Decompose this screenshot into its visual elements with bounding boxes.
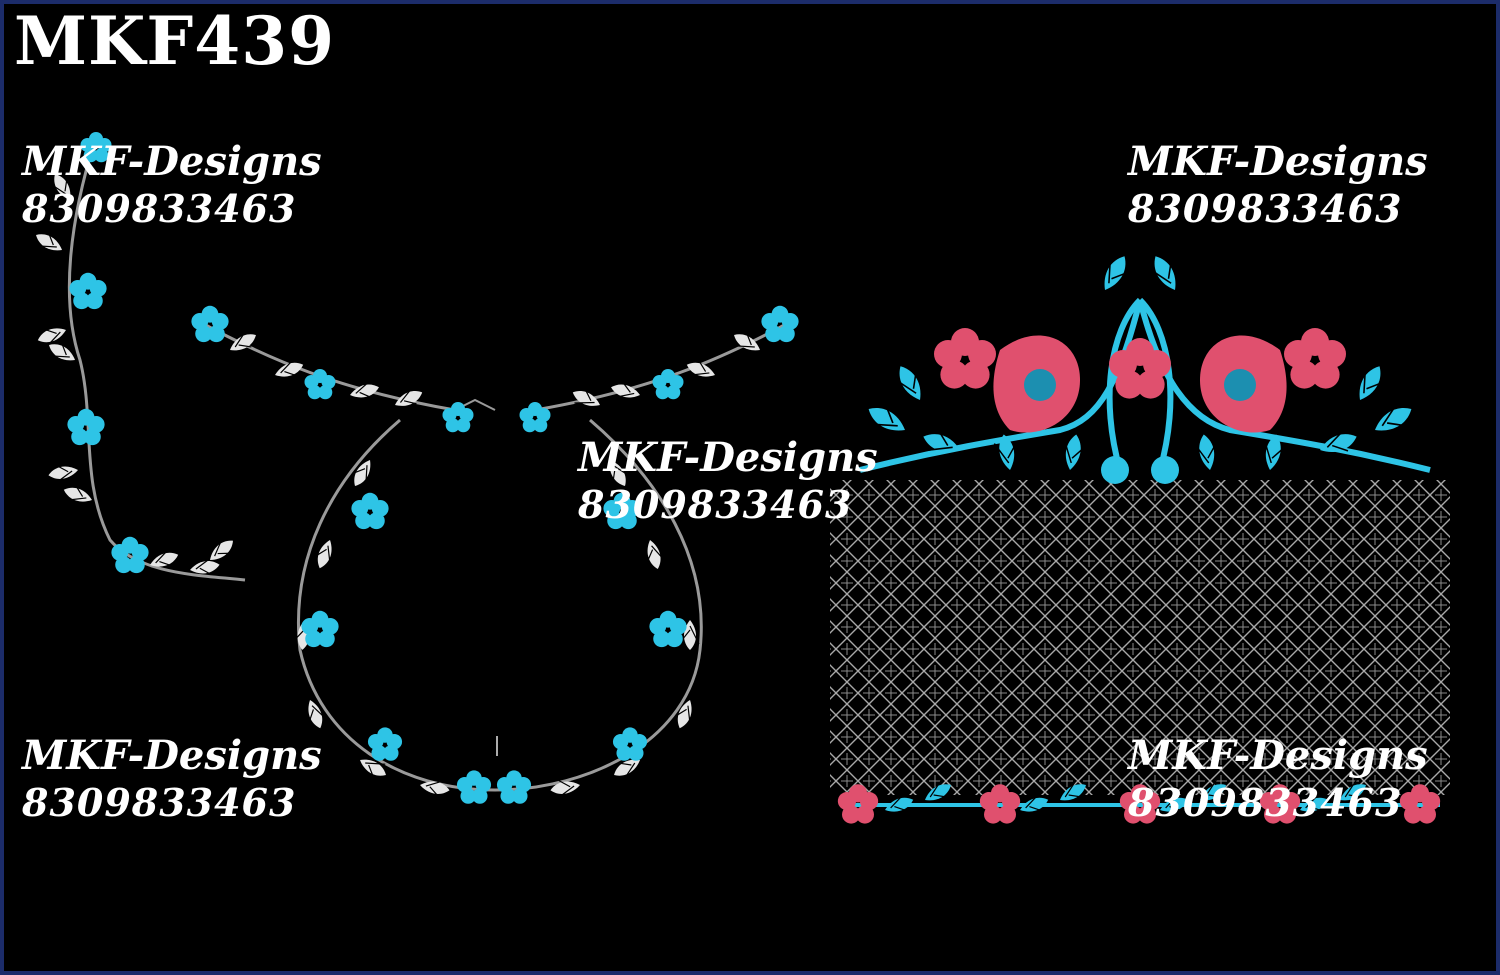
watermark-phone: 8309833463 [22, 780, 297, 825]
watermark-brand: MKF-Designs [1128, 732, 1428, 779]
sleeve-vine-left [30, 132, 246, 582]
design-code-title: MKF439 [14, 2, 336, 80]
watermark-brand: MKF-Designs [22, 138, 322, 185]
watermark-bottom-right: MKF-Designs 8309833463 [1128, 732, 1428, 826]
watermark-brand: MKF-Designs [1128, 138, 1428, 185]
panel-motif [830, 249, 1450, 824]
watermark-center: MKF-Designs 8309833463 [578, 434, 878, 528]
watermark-top-right: MKF-Designs 8309833463 [1128, 138, 1428, 232]
watermark-bottom-left: MKF-Designs 8309833463 [22, 732, 322, 826]
watermark-phone: 8309833463 [1128, 186, 1403, 231]
watermark-phone: 8309833463 [1128, 780, 1403, 825]
watermark-phone: 8309833463 [578, 482, 853, 527]
watermark-top-left: MKF-Designs 8309833463 [22, 138, 322, 232]
watermark-phone: 8309833463 [22, 186, 297, 231]
watermark-brand: MKF-Designs [578, 434, 878, 481]
watermark-brand: MKF-Designs [22, 732, 322, 779]
neckline-motif [191, 305, 799, 804]
